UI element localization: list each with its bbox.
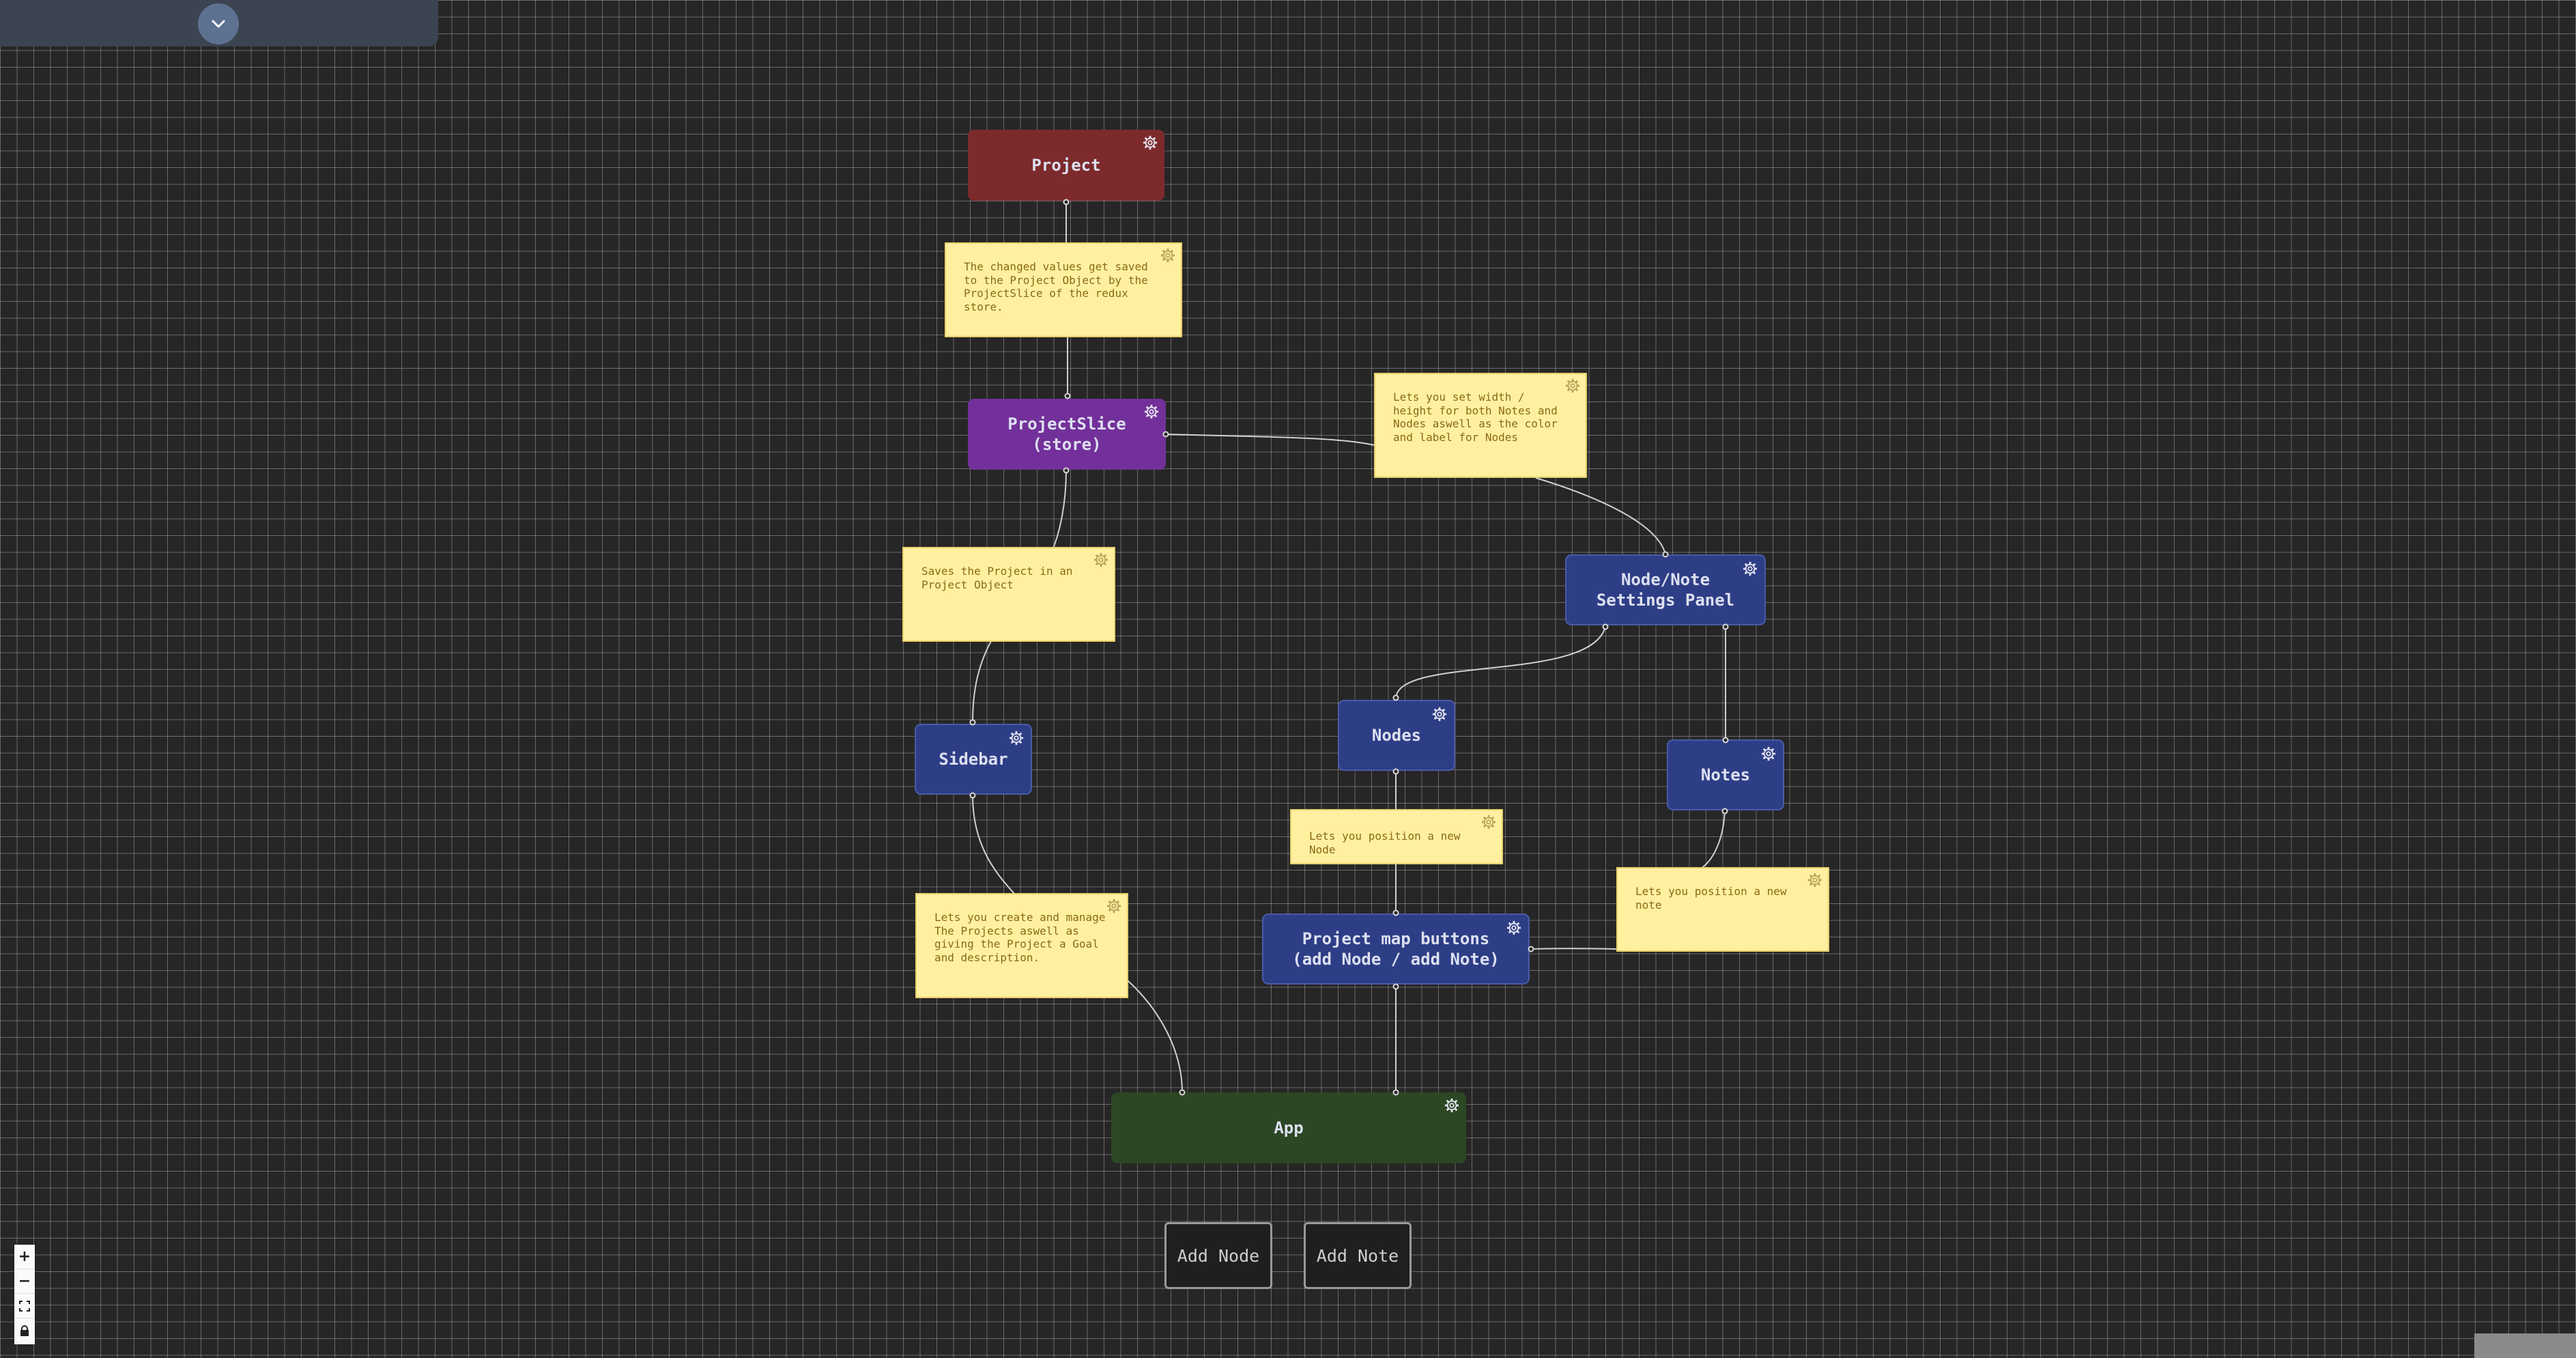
note-width-height[interactable]: Lets you set width / height for both Not… [1374,373,1587,478]
fit-view-icon [19,1300,30,1312]
node-label: Sidebar [939,750,1008,769]
connection-handle[interactable] [1162,431,1169,438]
top-panel [0,0,438,46]
gear-icon[interactable] [1143,135,1158,150]
node-sidebar[interactable]: Sidebar [915,724,1032,795]
node-nodes[interactable]: Nodes [1338,700,1455,771]
edge-slice-note3 [1053,470,1067,549]
gear-icon[interactable] [1144,404,1159,419]
note-position-node[interactable]: Lets you position a new Node [1290,809,1503,864]
edge-notes-note5 [1700,810,1726,869]
gear-icon[interactable] [1432,707,1447,722]
add-node-button[interactable]: Add Node [1164,1222,1272,1289]
gear-icon[interactable] [1481,815,1496,830]
gear-icon[interactable] [1106,899,1121,914]
node-label: Project map buttons (add Node / add Note… [1292,929,1500,969]
connection-handle[interactable] [1528,946,1534,952]
note-text: Lets you position a new note [1635,885,1787,911]
edge-slice-note2 [1165,434,1375,446]
connection-handle[interactable] [1392,909,1399,916]
edge-sidebar-note6 [972,795,1016,895]
node-app[interactable]: App [1111,1092,1466,1163]
node-label: App [1274,1118,1304,1137]
node-settings-panel[interactable]: Node/Note Settings Panel [1565,554,1766,625]
connection-handle[interactable] [1392,694,1399,701]
note-text: The changed values get saved to the Proj… [964,260,1148,313]
connection-handle[interactable] [1063,467,1070,474]
edge-note3-sidebar [972,640,992,723]
edge-settings-nodes [1395,626,1606,698]
connection-handle[interactable] [969,719,976,726]
gear-icon[interactable] [1565,378,1580,393]
minimap[interactable] [2474,1333,2576,1358]
edge-note5-mapbtn [1530,948,1617,950]
zoom-out-button[interactable]: − [14,1269,35,1294]
node-label: Node/Note Settings Panel [1596,570,1735,610]
gear-icon[interactable] [1444,1098,1459,1113]
note-text: Lets you position a new Node [1309,830,1461,856]
connection-handle[interactable] [1662,551,1669,558]
gear-icon[interactable] [1807,873,1822,888]
lock-button[interactable] [14,1318,35,1343]
node-label: ProjectSlice (store) [1007,414,1126,454]
gear-icon[interactable] [1009,731,1024,746]
connection-handle[interactable] [1722,623,1729,630]
node-label: Nodes [1371,726,1422,745]
gear-icon[interactable] [1743,561,1758,576]
node-map-buttons[interactable]: Project map buttons (add Node / add Note… [1262,914,1530,985]
edge-note2-settings [1535,477,1666,555]
node-project-slice[interactable]: ProjectSlice (store) [968,399,1166,470]
connection-handle[interactable] [1179,1089,1186,1096]
connection-handle[interactable] [1063,199,1070,206]
connection-handle[interactable] [1392,768,1399,775]
connection-handle[interactable] [1722,737,1729,744]
node-label: Notes [1700,765,1751,784]
panel-toggle-button[interactable] [198,3,239,44]
fit-view-button[interactable] [14,1294,35,1318]
gear-icon[interactable] [1093,552,1108,567]
chevron-down-icon [212,20,225,28]
connection-handle[interactable] [1064,393,1071,399]
connection-handle[interactable] [1721,808,1728,815]
gear-icon[interactable] [1761,746,1776,761]
node-project[interactable]: Project [968,130,1164,201]
note-saved-to-project[interactable]: The changed values get saved to the Proj… [945,242,1182,337]
gear-icon[interactable] [1506,920,1521,935]
zoom-in-button[interactable]: + [14,1245,35,1269]
note-text: Lets you create and manage The Projects … [934,911,1106,964]
note-position-note[interactable]: Lets you position a new note [1616,867,1829,952]
note-saves-project[interactable]: Saves the Project in an Project Object [902,547,1115,642]
connection-handle[interactable] [1602,623,1609,630]
connection-handle[interactable] [969,792,976,799]
edge-note6-app [1127,980,1183,1093]
add-note-button[interactable]: Add Note [1304,1222,1412,1289]
gear-icon[interactable] [1160,248,1175,263]
connection-handle[interactable] [1392,983,1399,990]
zoom-controls: + − [14,1245,35,1344]
note-create-manage[interactable]: Lets you create and manage The Projects … [915,893,1128,998]
connection-handle[interactable] [1392,1089,1399,1096]
node-label: Project [1031,156,1101,175]
lock-icon [20,1325,29,1336]
note-text: Saves the Project in an Project Object [921,565,1073,591]
note-text: Lets you set width / height for both Not… [1393,391,1558,444]
node-notes[interactable]: Notes [1667,739,1784,810]
